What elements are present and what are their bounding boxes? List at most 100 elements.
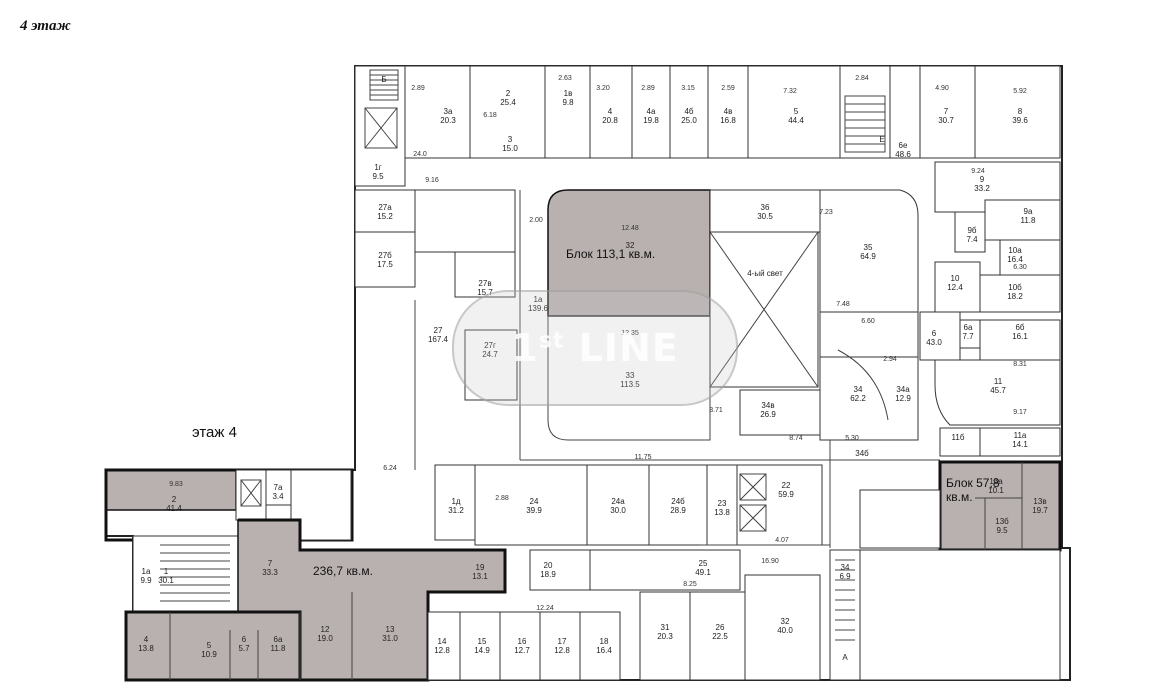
room-num: 8 xyxy=(1018,107,1023,116)
dim-label: 11.75 xyxy=(635,454,652,461)
room-area: 16.4 xyxy=(596,646,612,655)
room-num: 7 xyxy=(944,107,949,116)
dim-label: 9.16 xyxy=(425,177,439,184)
room-2 xyxy=(469,65,546,159)
dim-label: 12.24 xyxy=(536,605,554,612)
dim-label: 7.23 xyxy=(819,209,833,216)
room-3a xyxy=(404,65,471,159)
room-num: 10б xyxy=(1008,283,1022,292)
room-area: 14.1 xyxy=(1012,440,1028,449)
room-area: 13.8 xyxy=(714,508,730,517)
room-area: 28.9 xyxy=(670,506,686,515)
room-6b xyxy=(979,319,1061,361)
room-num: 6 xyxy=(932,329,937,338)
dim-label: 2.89 xyxy=(641,85,655,92)
room-num: 4в xyxy=(724,107,733,116)
e-label: Е xyxy=(879,135,884,144)
room-labels: 2 25.4 3а 20.3 3 15.0 1в 9.8 4 20.8 4а 1… xyxy=(138,89,1048,659)
room-area: 30.0 xyxy=(610,506,626,515)
room-area: 9.9 xyxy=(140,576,152,585)
room-1v xyxy=(544,65,591,159)
room-num: 13 xyxy=(386,625,395,634)
room-large-br xyxy=(859,549,1061,681)
room-num: 34в xyxy=(761,401,774,410)
room-32b xyxy=(744,574,821,681)
room-11a xyxy=(979,427,1061,457)
stair-b-label: Б xyxy=(381,75,386,84)
dim-label: 6.30 xyxy=(1013,264,1027,271)
room-36 xyxy=(709,189,821,233)
dim-label: 7.48 xyxy=(836,301,850,308)
room-area: 31.0 xyxy=(382,634,398,643)
room-1d xyxy=(434,464,476,541)
room-num: 10 xyxy=(951,274,960,283)
floor-title: 4 этаж xyxy=(20,18,71,34)
room-num: 7 xyxy=(268,559,273,568)
room-num: 35 xyxy=(864,243,873,252)
dim-label: 8.31 xyxy=(1013,361,1027,368)
room-area: 113.5 xyxy=(620,380,640,389)
room-area: 9.5 xyxy=(996,526,1008,535)
room-num: 13а xyxy=(989,477,1003,486)
block-57-label: Блок 57,8 кв.м. xyxy=(946,476,1000,504)
room-area: 30.1 xyxy=(158,576,174,585)
room-num: 26 xyxy=(716,623,725,632)
elevator-top-icon xyxy=(364,107,398,149)
room-4v xyxy=(707,65,749,159)
room-27b xyxy=(354,231,416,288)
room-area: 13.1 xyxy=(472,572,488,581)
room-area: 48.6 xyxy=(895,150,911,159)
room-num: 13б xyxy=(995,517,1009,526)
room-num: 24б xyxy=(671,497,685,506)
room-num: 27 xyxy=(434,326,443,335)
room-num: 6б xyxy=(1015,323,1024,332)
room-num: 6е xyxy=(899,141,908,150)
room-area: 11.8 xyxy=(271,644,287,653)
room-num: 14 xyxy=(438,637,447,646)
room-num: 10а xyxy=(1008,246,1022,255)
dim-label: 3.71 xyxy=(709,407,723,414)
dim-label: 24.0 xyxy=(413,151,427,158)
dim-label: 2.63 xyxy=(558,75,572,82)
room-num: 1а xyxy=(534,295,543,304)
dim-label: 7.32 xyxy=(783,88,797,95)
room-num: 12 xyxy=(321,625,330,634)
room-num: 17 xyxy=(558,637,567,646)
room-num: 5 xyxy=(794,107,799,116)
room-area: 10.1 xyxy=(988,486,1004,495)
room-area: 49.1 xyxy=(695,568,711,577)
dim-label: 4.07 xyxy=(775,537,789,544)
room-num: 9а xyxy=(1024,207,1033,216)
room-25 xyxy=(589,549,741,591)
room-num: 4 xyxy=(608,107,613,116)
room-num: 27б xyxy=(378,251,392,260)
room-area: 25.0 xyxy=(681,116,697,125)
room-num: 25 xyxy=(699,559,708,568)
room-34v xyxy=(739,389,821,436)
room-num: 36 xyxy=(761,203,770,212)
room-24 xyxy=(474,464,588,546)
room-area: 43.0 xyxy=(926,338,942,347)
room-26 xyxy=(689,591,746,681)
room-area: 20.3 xyxy=(657,632,673,641)
room-area: 13.8 xyxy=(138,644,154,653)
room-area: 30.7 xyxy=(938,116,954,125)
room-area: 31.2 xyxy=(448,506,464,515)
room-num: 1д xyxy=(451,497,460,506)
watermark-text: 1st LINE xyxy=(511,326,679,370)
room-7a xyxy=(265,469,292,506)
dim-label: 4.90 xyxy=(935,85,949,92)
room-num: 23 xyxy=(718,499,727,508)
room-num: 1в xyxy=(564,89,573,98)
dim-label: 8.25 xyxy=(683,581,697,588)
room-num: 27а xyxy=(378,203,392,212)
room-area: 62.2 xyxy=(850,394,866,403)
room-area: 25.4 xyxy=(500,98,516,107)
room-num: 13в xyxy=(1033,497,1046,506)
floor-label: этаж 4 xyxy=(192,424,237,441)
room-num: 34 xyxy=(841,563,850,572)
room-34-stair xyxy=(829,549,861,681)
room-24a xyxy=(586,464,650,546)
dim-label: 9.83 xyxy=(169,481,183,488)
